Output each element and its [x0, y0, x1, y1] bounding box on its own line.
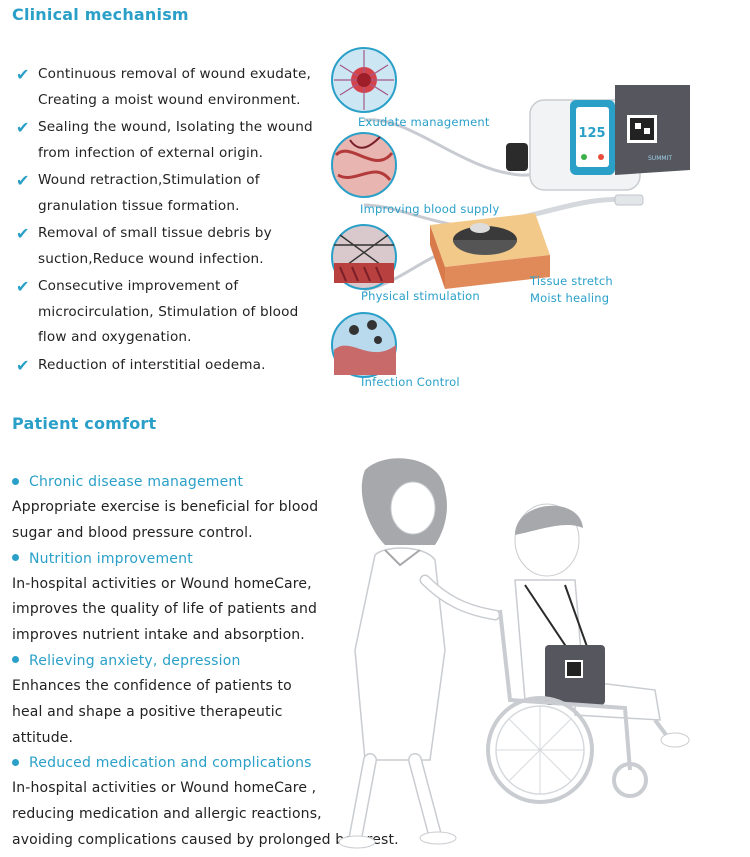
comfort-section: Nutrition improvement In-hospital activi… — [12, 547, 402, 649]
comfort-line: improves the quality of life of patients… — [12, 601, 318, 618]
label-blood-supply: Improving blood supply — [360, 202, 500, 216]
label-infection: Infection Control — [361, 375, 460, 389]
comfort-heading: Nutrition improvement — [29, 550, 193, 567]
device-brand: SUMMIT — [648, 155, 672, 162]
mechanism-line: Reduction of interstitial oedema. — [38, 356, 266, 373]
bullet-icon — [12, 554, 19, 562]
mechanism-item: ✔ Continuous removal of wound exudate, C… — [16, 62, 336, 113]
comfort-line: Appropriate exercise is beneficial for b… — [12, 499, 319, 515]
mechanism-line: Wound retraction,Stimulation of — [38, 172, 260, 188]
comfort-list: Chronic disease management Appropriate e… — [12, 470, 402, 854]
check-icon: ✔ — [16, 171, 30, 190]
check-icon: ✔ — [16, 277, 30, 296]
mechanism-line: Creating a moist wound environment. — [38, 91, 301, 108]
bullet-icon — [12, 477, 19, 485]
mechanism-line: Removal of small tissue debris by — [38, 225, 272, 241]
wound-tissue-icon — [430, 213, 550, 289]
mechanism-item: ✔ Reduction of interstitial oedema. — [16, 353, 336, 379]
comfort-line: In-hospital activities or Wound homeCare… — [12, 575, 312, 592]
mechanism-line: flow and oxygenation. — [38, 329, 192, 345]
comfort-line: improves nutrient intake and absorption. — [12, 627, 305, 644]
mechanism-list: ✔ Continuous removal of wound exudate, C… — [16, 62, 336, 380]
mechanism-line: from infection of external origin. — [38, 144, 264, 161]
device-screen-value: 125 — [578, 126, 605, 141]
mechanism-line: suction,Reduce wound infection. — [38, 250, 264, 267]
mechanism-line: granulation tissue formation. — [38, 197, 240, 214]
label-tissue-stretch: Tissue stretch — [530, 274, 613, 288]
exudate-circle-icon — [331, 47, 397, 113]
comfort-heading: Reduced medication and complications — [29, 755, 312, 772]
npwt-device-icon: 125 SUMMIT — [506, 85, 690, 206]
comfort-section: Reduced medication and complications In-… — [12, 751, 402, 853]
mechanism-item: ✔ Sealing the wound, Isolating the wound… — [16, 115, 336, 166]
mechanism-line: Sealing the wound, Isolating the wound — [38, 119, 313, 135]
label-moist-healing: Moist healing — [530, 291, 610, 305]
check-icon: ✔ — [16, 355, 30, 375]
comfort-line: avoiding complications caused by prolong… — [12, 831, 399, 848]
mechanism-line: microcirculation, Stimulation of blood — [38, 303, 299, 320]
patient-comfort-title: Patient comfort — [12, 414, 157, 433]
mechanism-item: ✔ Wound retraction,Stimulation of granul… — [16, 168, 336, 219]
physical-circle-icon — [331, 224, 397, 290]
mechanism-line: Continuous removal of wound exudate, — [38, 66, 311, 82]
comfort-line: In-hospital activities or Wound homeCare… — [12, 780, 317, 797]
mechanism-item: ✔ Consecutive improvement of microcircul… — [16, 274, 336, 351]
comfort-heading: Chronic disease management — [29, 474, 244, 490]
comfort-line: reducing medication and allergic reactio… — [12, 806, 322, 823]
mechanism-illustration: 125 SUMMIT — [331, 47, 690, 378]
comfort-line: sugar and blood pressure control. — [12, 524, 253, 541]
nurse-wheelchair-illustration — [338, 458, 690, 849]
check-icon: ✔ — [16, 118, 30, 137]
bullet-icon — [12, 656, 19, 664]
mechanism-line: Consecutive improvement of — [38, 278, 239, 294]
label-physical: Physical stimulation — [361, 289, 480, 303]
infection-circle-icon — [331, 312, 397, 378]
clinical-mechanism-title: Clinical mechanism — [12, 5, 189, 24]
check-icon: ✔ — [16, 65, 30, 84]
bullet-icon — [12, 758, 19, 766]
comfort-line: attitude. — [12, 729, 74, 746]
blood-circle-icon — [331, 132, 397, 198]
mechanism-item: ✔ Removal of small tissue debris by suct… — [16, 221, 336, 272]
check-icon: ✔ — [16, 224, 30, 243]
comfort-heading: Relieving anxiety, depression — [29, 652, 241, 669]
comfort-section: Chronic disease management Appropriate e… — [12, 470, 402, 547]
label-exudate: Exudate management — [358, 115, 490, 129]
comfort-line: heal and shape a positive therapeutic — [12, 703, 283, 720]
comfort-section: Relieving anxiety, depression Enhances t… — [12, 649, 402, 751]
comfort-line: Enhances the confidence of patients to — [12, 677, 292, 694]
